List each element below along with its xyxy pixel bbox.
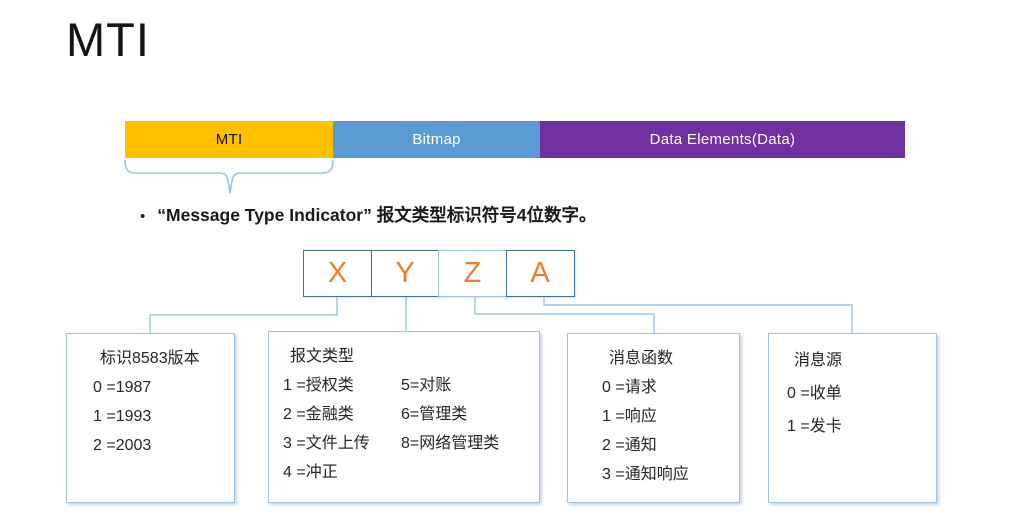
connector-z-to-message-function-box [474, 297, 655, 333]
bar-segment-data-elements: Data Elements(Data) [539, 121, 905, 158]
detail-cell: 0 =1987 [93, 379, 152, 396]
digit-cell-y: Y [370, 250, 440, 297]
detail-cell: 6=管理类 [401, 406, 468, 423]
bar-segment-mti: MTI [125, 121, 334, 158]
detail-box-message-source: 消息源 0 =收单 1 =发卡 [768, 333, 937, 503]
mti-definition-bullet: • “Message Type Indicator” 报文类型标识符号4位数字。 [140, 202, 596, 227]
detail-box-message-function: 消息函数 0 =请求 1 =响应 2 =通知 3 =通知响应 [567, 333, 740, 503]
detail-cell: 8=网络管理类 [401, 435, 500, 452]
detail-box-title: 报文类型 [290, 348, 355, 365]
detail-cell: 3 =通知响应 [602, 466, 689, 483]
detail-box-title: 消息函数 [609, 350, 674, 367]
detail-row: 0 =1987 [93, 373, 234, 402]
detail-cell: 0 =收单 [787, 385, 842, 402]
detail-row: 1 =1993 [93, 402, 234, 431]
detail-row: 2 =通知 [602, 431, 739, 460]
detail-row: 4 =冲正 [283, 458, 539, 487]
detail-cell: 1 =1993 [93, 408, 152, 425]
detail-cell: 4 =冲正 [283, 464, 338, 481]
page-title: MTI [66, 13, 150, 66]
detail-box-title: 标识8583版本 [100, 350, 200, 367]
detail-row: 0 =收单 [787, 377, 936, 410]
detail-cell: 2 =通知 [602, 437, 657, 454]
detail-box-title: 消息源 [794, 352, 843, 369]
detail-row: 3 =文件上传 8=网络管理类 [283, 429, 539, 458]
connector-x-to-version-box [149, 297, 338, 333]
detail-box-message-type: 报文类型 1 =授权类 5=对账 2 =金融类 6=管理类 3 =文件上传 8=网络管理类 4… [268, 331, 540, 503]
detail-row: 3 =通知响应 [602, 460, 739, 489]
detail-box-version: 标识8583版本 0 =1987 1 =1993 2 =2003 [66, 333, 235, 503]
detail-row: 1 =授权类 5=对账 [283, 371, 539, 400]
detail-cell: 5=对账 [401, 377, 452, 394]
detail-row: 1 =发卡 [787, 410, 936, 443]
connector-a-to-message-source-box [543, 297, 853, 333]
bullet-text: “Message Type Indicator” 报文类型标识符号4位数字。 [157, 205, 597, 225]
detail-cell: 0 =请求 [602, 379, 657, 396]
detail-cell: 2 =2003 [93, 437, 152, 454]
detail-cell: 1 =发卡 [787, 418, 842, 435]
digit-cell-z: Z [438, 250, 507, 297]
detail-cell: 1 =授权类 [283, 377, 354, 394]
digit-cell-a: A [505, 250, 575, 297]
detail-row: 0 =请求 [602, 373, 739, 402]
detail-row: 2 =2003 [93, 431, 234, 460]
detail-cell: 1 =响应 [602, 408, 657, 425]
mti-brace [124, 159, 334, 194]
bullet-marker: • [140, 208, 146, 225]
detail-row: 1 =响应 [602, 402, 739, 431]
detail-cell: 3 =文件上传 [283, 435, 370, 452]
detail-row: 2 =金融类 6=管理类 [283, 400, 539, 429]
bar-segment-bitmap: Bitmap [333, 121, 540, 158]
digit-cell-x: X [303, 250, 372, 297]
detail-cell: 2 =金融类 [283, 406, 354, 423]
